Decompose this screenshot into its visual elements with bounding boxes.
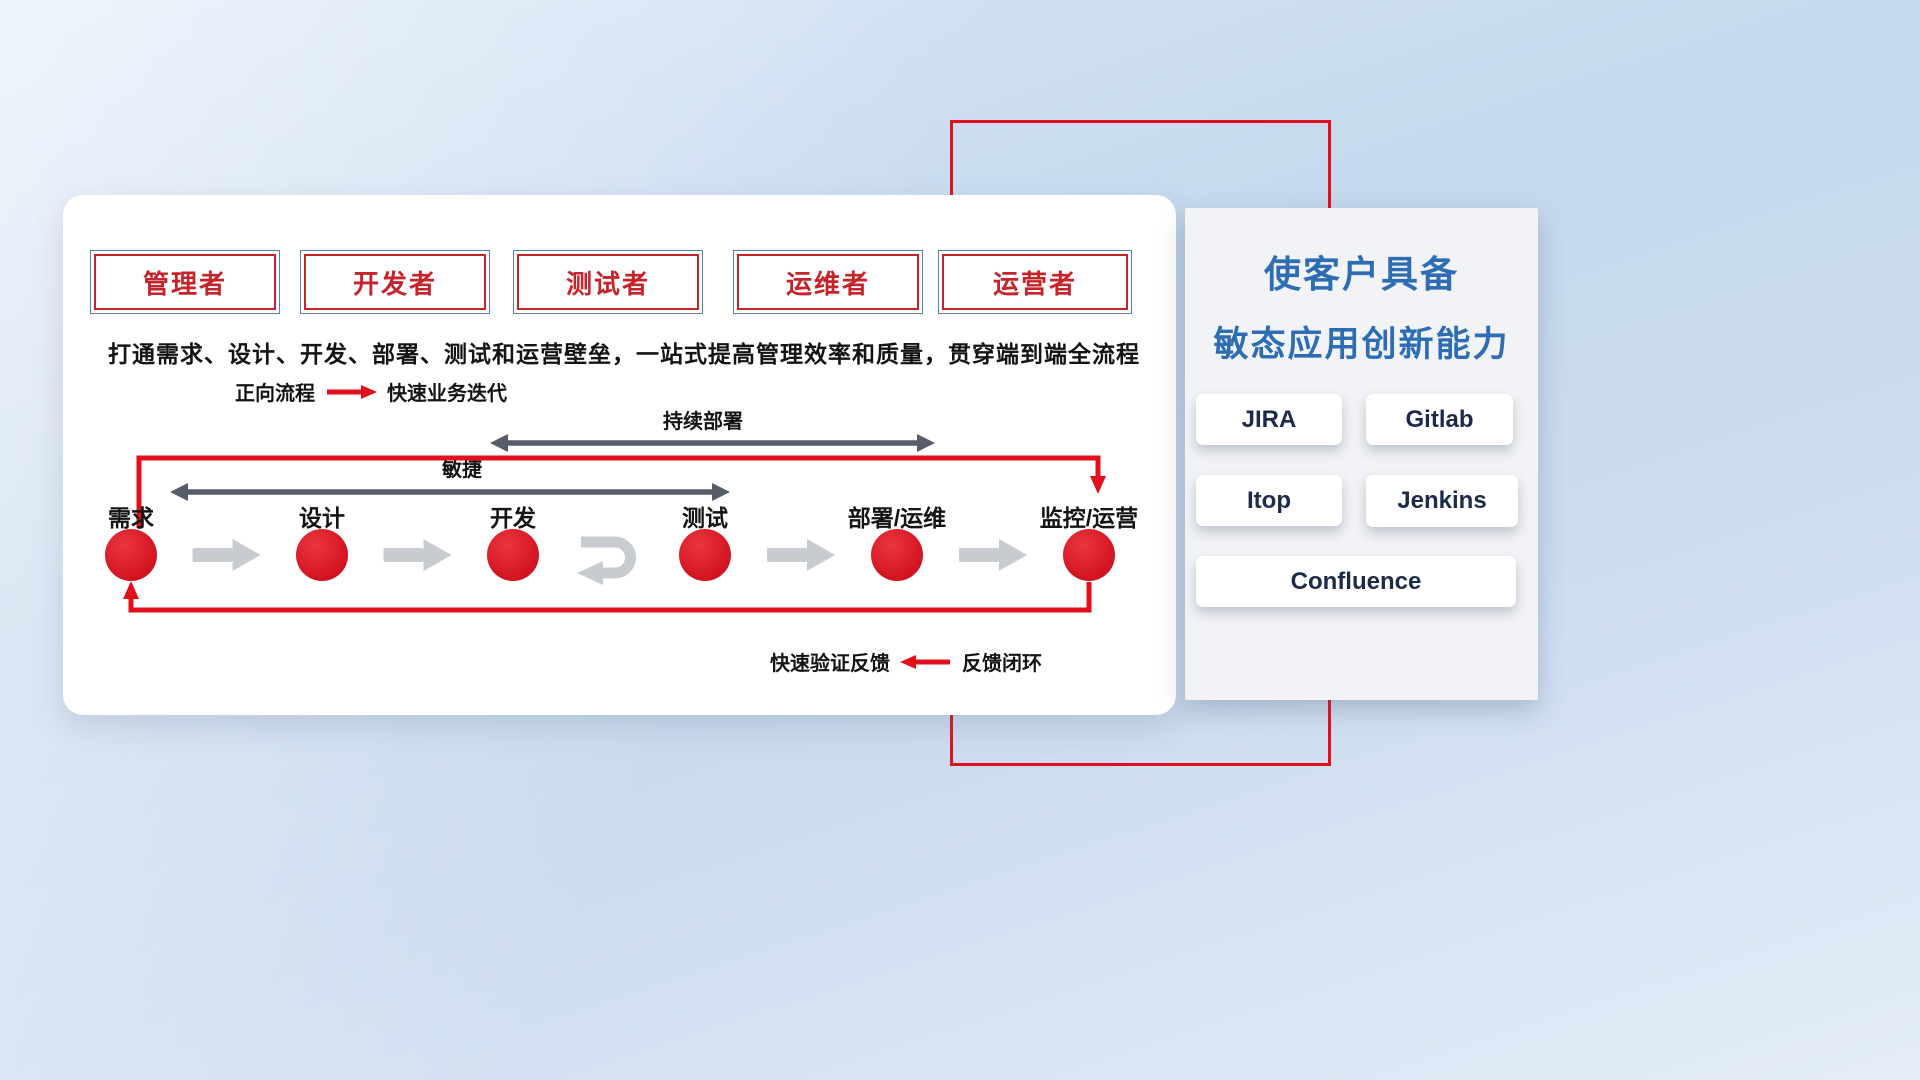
flow-arrow-icon: [383, 539, 452, 571]
tool-chip-itop: Itop: [1196, 475, 1342, 526]
legend-forward: 正向流程 快速业务迭代: [235, 377, 507, 406]
stage-label-test: 测试: [682, 505, 728, 531]
stage-label-deploy-ops: 部署/运维: [847, 505, 947, 531]
headline-text: 打通需求、设计、开发、部署、测试和运营壁垒，一站式提高管理效率和质量，贯穿端到端…: [108, 341, 1140, 367]
agile-double-arrow-icon: [170, 483, 730, 501]
role-label: 运营者: [992, 268, 1077, 299]
stage-circle-develop: [487, 529, 539, 581]
flow-diagram: [105, 434, 1115, 613]
legend-forward-value: 快速业务迭代: [387, 383, 507, 405]
continuous-deploy-label: 持续部署: [663, 411, 743, 433]
legend-forward-label: 正向流程: [235, 383, 315, 405]
role-label: 管理者: [142, 268, 227, 299]
stage-circle-monitor-operate: [1063, 529, 1115, 581]
role-box-developer: 开发者: [300, 250, 490, 314]
continuous-deploy-double-arrow-icon: [490, 434, 935, 452]
tools-panel: 使客户具备 敏态应用创新能力 JIRA Gitlab Itop Jenkins …: [1185, 208, 1538, 700]
flow-arrow-icon: [767, 539, 835, 571]
flow-arrow-icon: [192, 539, 261, 571]
forward-loop-line: [136, 455, 1106, 528]
flow-arrow-icon: [959, 539, 1027, 571]
stage-circle-design: [296, 529, 348, 581]
role-label: 开发者: [352, 268, 437, 299]
tool-chip-confluence: Confluence: [1196, 556, 1516, 607]
stage-circle-deploy-ops: [871, 529, 923, 581]
stage-label-monitor-operate: 监控/运营: [1039, 505, 1139, 531]
role-label: 测试者: [565, 268, 650, 299]
panel-title-line1: 使客户具备: [1264, 254, 1459, 295]
iteration-uturn-arrow-icon: [577, 536, 636, 585]
stage-label-design: 设计: [299, 505, 345, 531]
feedback-arrow-icon: [900, 654, 950, 669]
legend-feedback: 快速验证反馈 反馈闭环: [770, 647, 1042, 676]
tool-chip-jenkins: Jenkins: [1366, 475, 1518, 527]
role-box-ops: 运维者: [733, 250, 923, 314]
legend-feedback-label: 快速验证反馈: [770, 653, 890, 675]
tool-chip-gitlab: Gitlab: [1366, 394, 1513, 445]
role-box-manager: 管理者: [90, 250, 280, 314]
legend-feedback-value: 反馈闭环: [962, 653, 1042, 675]
stage-circle-test: [679, 529, 731, 581]
feedback-loop-line: [123, 581, 1092, 613]
tool-chip-jira: JIRA: [1196, 394, 1342, 445]
forward-arrow-icon: [327, 384, 377, 399]
role-label: 运维者: [785, 268, 870, 299]
stage-label-develop: 开发: [490, 505, 536, 531]
panel-title-line2: 敏态应用创新能力: [1213, 325, 1510, 364]
devops-flow-card: 管理者 开发者 测试者 运维者 运营者 打通需求、设计、开发、部署、测试和运营壁…: [63, 195, 1176, 715]
stage-label-requirements: 需求: [108, 505, 154, 531]
stage-circle-requirements: [105, 529, 157, 581]
agile-label: 敏捷: [442, 459, 482, 481]
role-box-operator: 运营者: [938, 250, 1132, 314]
role-box-tester: 测试者: [513, 250, 703, 314]
